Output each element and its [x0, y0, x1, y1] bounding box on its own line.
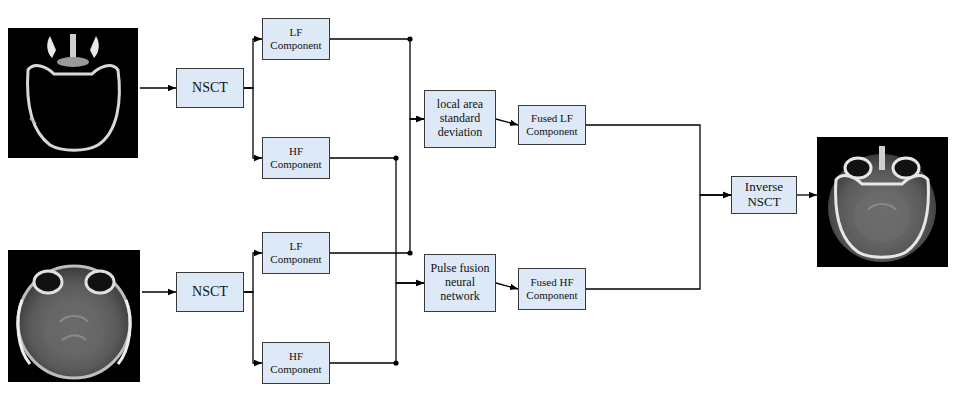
connector	[330, 283, 424, 363]
input-arrow	[142, 291, 176, 292]
output-arrow	[797, 194, 817, 195]
node-label: NSCT	[192, 80, 228, 96]
process-box: Pulse fusion neural network	[424, 254, 496, 312]
connector	[244, 39, 262, 88]
connector	[244, 292, 262, 363]
node-label: LF Component	[266, 240, 326, 265]
connector	[496, 283, 518, 289]
input-arrow	[140, 87, 176, 88]
connector	[496, 119, 518, 125]
node-label: local area standard deviation	[428, 98, 492, 139]
transform-box: Inverse NSCT	[731, 176, 797, 214]
node-label: LF Component	[266, 26, 326, 51]
fused-image	[817, 137, 948, 267]
component-box: HF Component	[262, 342, 330, 384]
node-label: HF Component	[266, 145, 326, 170]
process-box: local area standard deviation	[424, 90, 496, 148]
component-box: LF Component	[262, 232, 330, 274]
junction-dot	[393, 360, 398, 365]
junction-dot	[407, 36, 412, 41]
transform-box: NSCT	[176, 68, 244, 108]
junction-dot	[407, 250, 412, 255]
connector	[244, 253, 262, 292]
transform-box: NSCT	[176, 272, 244, 312]
mri-image	[8, 250, 140, 382]
ct-image	[8, 28, 138, 158]
connector	[586, 195, 731, 289]
node-label: Pulse fusion neural network	[428, 262, 492, 303]
connector	[330, 158, 424, 283]
component-box: Fused HF Component	[518, 268, 586, 310]
node-label: Inverse NSCT	[735, 180, 793, 210]
component-box: HF Component	[262, 137, 330, 179]
node-label: NSCT	[192, 284, 228, 300]
connector	[330, 39, 424, 119]
node-label: Fused HF Component	[522, 276, 582, 301]
component-box: LF Component	[262, 18, 330, 60]
connector	[586, 125, 731, 195]
connector	[244, 88, 262, 158]
node-label: Fused LF Component	[522, 112, 582, 137]
junction-dot	[393, 155, 398, 160]
node-label: HF Component	[266, 350, 326, 375]
component-box: Fused LF Component	[518, 105, 586, 145]
connector	[330, 119, 424, 253]
